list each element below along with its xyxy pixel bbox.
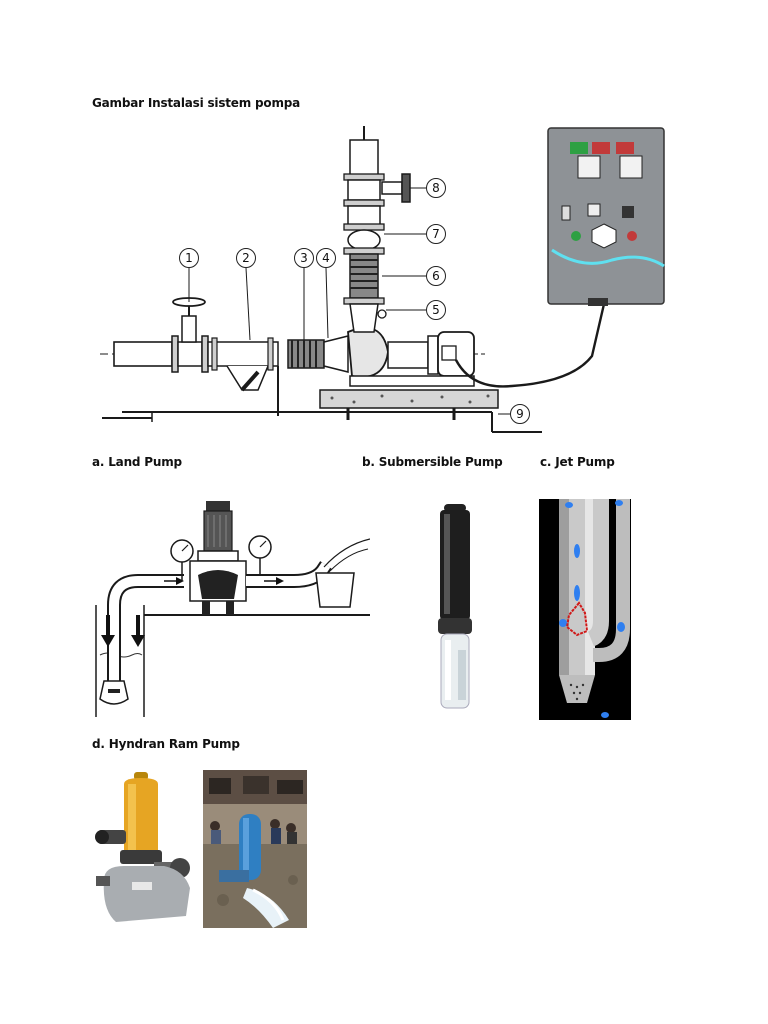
hydram-pump-field-photo [203,770,307,928]
callout-9: 9 [510,404,530,424]
page-title: Gambar Instalasi sistem pompa [92,96,301,110]
caption-hydram-pump: d. Hyndran Ram Pump [92,737,240,751]
callout-4: 4 [316,248,336,268]
callout-1: 1 [179,248,199,268]
land-pump-illustration [94,495,371,720]
pump-installation-diagram: 1 2 3 4 5 6 7 8 9 [92,120,672,440]
hydram-pump-product-photo [94,770,200,928]
submersible-pump-photo [430,500,480,714]
caption-jet-pump: c. Jet Pump [540,455,615,469]
callout-8: 8 [426,178,446,198]
callout-2: 2 [236,248,256,268]
jet-pump-illustration [539,499,631,720]
callout-7: 7 [426,224,446,244]
callout-6: 6 [426,266,446,286]
callout-3: 3 [294,248,314,268]
callout-5: 5 [426,300,446,320]
caption-submersible-pump: b. Submersible Pump [362,455,503,469]
caption-land-pump: a. Land Pump [92,455,182,469]
